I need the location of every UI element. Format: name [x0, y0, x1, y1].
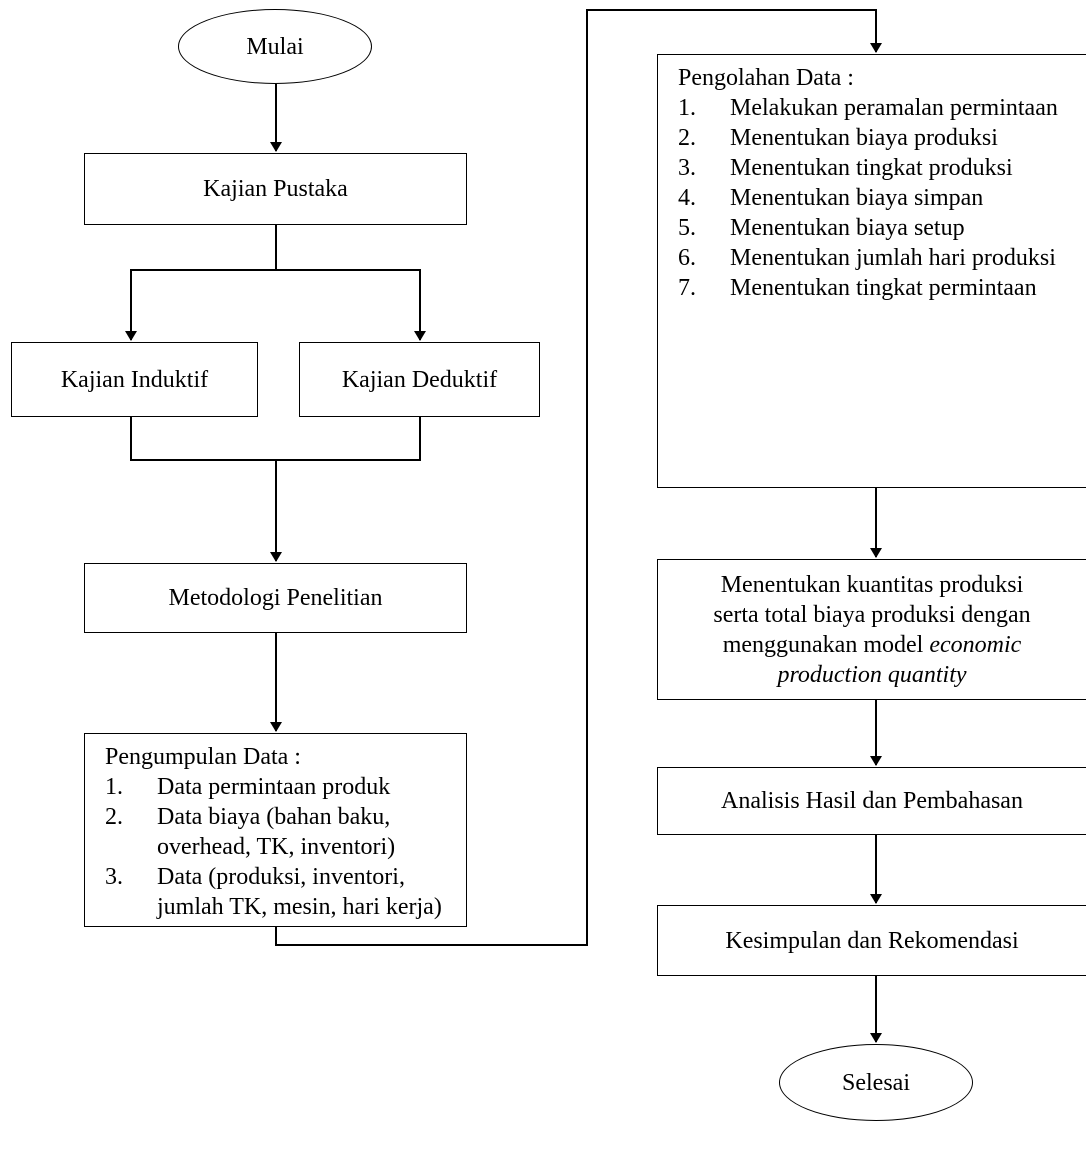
kajian-deduktif-label: Kajian Deduktif [341, 366, 498, 393]
kajian-pustaka-box: Kajian Pustaka [84, 153, 467, 225]
kesimpulan-label: Kesimpulan dan Rekomendasi [725, 927, 1019, 954]
pengolahan-title: Pengolahan Data : [678, 65, 854, 91]
list-item: 3.Menentukan tingkat produksi [678, 155, 1013, 181]
connector-pengumpulan-to-pengolahan [275, 9, 882, 946]
connector-pustaka-split [125, 224, 277, 341]
connector-merge [130, 416, 421, 461]
list-item: 5.Menentukan biaya setup [678, 215, 965, 241]
list-item: 3.Data (produksi, inventori, jumlah TK, … [105, 864, 442, 920]
pengolahan-list: 1.Melakukan peramalan permintaan 2.Menen… [678, 93, 1076, 303]
pengumpulan-list: 1.Data permintaan produk 2.Data biaya (b… [105, 772, 456, 922]
list-item: 7.Menentukan tingkat permintaan [678, 275, 1037, 301]
kajian-induktif-box: Kajian Induktif [11, 342, 258, 417]
kajian-induktif-label: Kajian Induktif [60, 366, 209, 393]
pengumpulan-data-box: Pengumpulan Data : 1.Data permintaan pro… [84, 733, 467, 927]
pengumpulan-title: Pengumpulan Data : [105, 744, 301, 770]
end-label: Selesai [842, 1069, 910, 1096]
kesimpulan-box: Kesimpulan dan Rekomendasi [657, 905, 1086, 976]
list-item: 2.Data biaya (bahan baku, overhead, TK, … [105, 804, 396, 860]
connector-pustaka-split-right [276, 269, 426, 341]
end-terminator: Selesai [779, 1044, 973, 1121]
kajian-pustaka-label: Kajian Pustaka [203, 176, 348, 202]
kajian-deduktif-box: Kajian Deduktif [299, 342, 540, 417]
list-item: 1.Melakukan peramalan permintaan [678, 95, 1058, 121]
metodologi-label: Metodologi Penelitian [168, 585, 383, 611]
list-item: 1.Data permintaan produk [105, 774, 391, 800]
analisis-box: Analisis Hasil dan Pembahasan [657, 767, 1086, 835]
kuantitas-line-3: menggunakan model economic [722, 631, 1022, 658]
kuantitas-line-4: production quantity [777, 661, 967, 688]
list-item: 4.Menentukan biaya simpan [678, 185, 984, 211]
kuantitas-line-1: Menentukan kuantitas produksi [720, 571, 1024, 598]
kuantitas-produksi-box: Menentukan kuantitas produksi serta tota… [657, 559, 1086, 700]
analisis-label: Analisis Hasil dan Pembahasan [721, 788, 1023, 814]
start-terminator: Mulai [178, 9, 372, 84]
kuantitas-line-2: serta total biaya produksi dengan [713, 601, 1031, 628]
list-item: 6.Menentukan jumlah hari produksi [678, 245, 1056, 271]
metodologi-box: Metodologi Penelitian [84, 563, 467, 633]
start-label: Mulai [246, 33, 304, 60]
list-item: 2.Menentukan biaya produksi [678, 125, 998, 151]
pengolahan-data-box: Pengolahan Data : 1.Melakukan peramalan … [657, 54, 1086, 488]
